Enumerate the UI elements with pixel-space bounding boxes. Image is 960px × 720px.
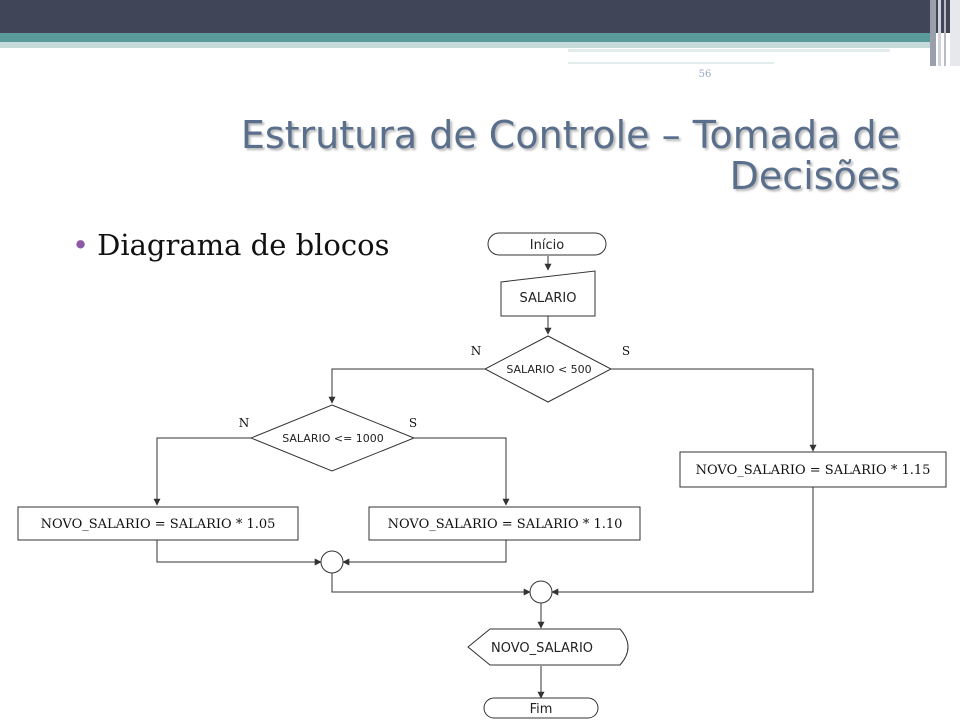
- header-line: [568, 62, 774, 64]
- process-box-110: [368, 506, 641, 541]
- decision1-no-label: N: [471, 344, 482, 358]
- header-vertical-bar: [944, 0, 946, 66]
- header-vertical-bar: [950, 0, 960, 66]
- decision2-yes-label: S: [409, 416, 417, 430]
- slide-title-line1: Estrutura de Controle – Tomada de: [240, 113, 900, 157]
- bullet-text: Diagrama de blocos: [97, 228, 390, 262]
- header-vertical-bar: [930, 0, 936, 66]
- input-shape: [500, 270, 596, 317]
- slide-title: Estrutura de Controle – Tomada de Decisõ…: [80, 115, 900, 197]
- end-label: Fim: [530, 702, 553, 717]
- process-box-115: [679, 451, 947, 488]
- process-110-label: NOVO_SALARIO = SALARIO * 1.10: [388, 517, 623, 532]
- slide-title-line2: Decisões: [729, 154, 900, 198]
- decision-salario-500: [483, 335, 613, 403]
- flow-connectors: [153, 256, 817, 699]
- header-line: [568, 49, 890, 52]
- decision1-condition: SALARIO < 500: [506, 363, 591, 376]
- input-label: SALARIO: [520, 291, 577, 306]
- connector-circle: [320, 550, 344, 574]
- decision2-no-label: N: [239, 416, 250, 430]
- output-display-shape: [467, 628, 629, 666]
- process-115-label: NOVO_SALARIO = SALARIO * 1.15: [696, 463, 931, 478]
- bullet-dot-icon: •: [72, 228, 90, 262]
- header-vertical-bar: [938, 0, 941, 66]
- decision1-yes-label: S: [622, 344, 630, 358]
- process-box-105: [17, 506, 299, 541]
- end-terminator: [483, 697, 599, 719]
- header-stripe-teal: [0, 33, 930, 42]
- bullet-item: •Diagrama de blocos: [72, 228, 389, 262]
- slide-number: 56: [698, 69, 712, 80]
- decision-salario-1000: [249, 404, 416, 472]
- output-label: NOVO_SALARIO: [491, 641, 593, 656]
- header-bar: [0, 0, 960, 33]
- start-label: Início: [530, 238, 564, 253]
- start-terminator: [487, 232, 607, 256]
- connector-circle: [529, 580, 553, 604]
- decision2-condition: SALARIO <= 1000: [282, 432, 384, 445]
- header-stripe-light: [0, 42, 930, 48]
- process-105-label: NOVO_SALARIO = SALARIO * 1.05: [41, 517, 276, 532]
